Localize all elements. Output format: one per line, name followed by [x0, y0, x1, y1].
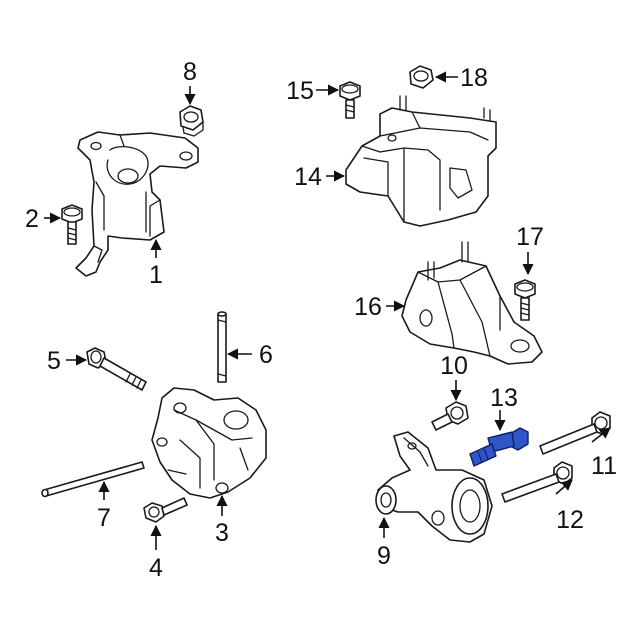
part-1-mount-bracket: [75, 131, 199, 277]
callout-16: 16: [354, 293, 382, 321]
part-7-bolt: [41, 461, 145, 498]
leader-11: [591, 427, 611, 443]
callout-6: 6: [259, 341, 273, 369]
part-18-nut: [409, 65, 434, 89]
callout-1: 1: [149, 261, 163, 289]
part-3-mount-bracket: [151, 387, 267, 499]
callout-11: 11: [591, 452, 617, 480]
callout-12: 12: [556, 506, 584, 534]
leader-arrows: [44, 71, 611, 550]
callout-labels: 1 2 3 4 5 6 7 8 9 10 11 12 13 14 15 16 1…: [25, 58, 617, 582]
part-12-bolt: [501, 461, 573, 503]
part-2-bolt: [61, 204, 83, 245]
part-16-mount-bracket: [401, 241, 543, 365]
part-10-bolt: [431, 401, 469, 431]
part-14-mount-bracket: [345, 95, 497, 227]
callout-9: 9: [377, 542, 391, 570]
part-13-highlighted-bolt: [469, 427, 529, 467]
part-6-stud: [217, 311, 227, 383]
callout-18: 18: [460, 64, 488, 92]
callout-2: 2: [25, 205, 39, 233]
part-8-nut: [179, 105, 204, 137]
callout-8: 8: [183, 58, 197, 86]
part-11-bolt: [539, 411, 611, 455]
callout-10: 10: [440, 352, 468, 380]
part-17-bolt: [514, 279, 536, 321]
part-5-bolt: [86, 347, 147, 391]
callout-14: 14: [294, 163, 322, 191]
callout-3: 3: [215, 519, 229, 547]
leader-12: [555, 479, 573, 495]
callout-15: 15: [286, 77, 314, 105]
callout-17: 17: [516, 223, 544, 251]
callout-5: 5: [47, 347, 61, 375]
part-15-bolt: [339, 81, 361, 119]
part-4-bolt: [143, 497, 188, 523]
callout-4: 4: [149, 554, 163, 582]
callout-7: 7: [97, 504, 111, 532]
part-9-bushing-mount: [375, 431, 493, 543]
callout-13: 13: [490, 384, 518, 412]
